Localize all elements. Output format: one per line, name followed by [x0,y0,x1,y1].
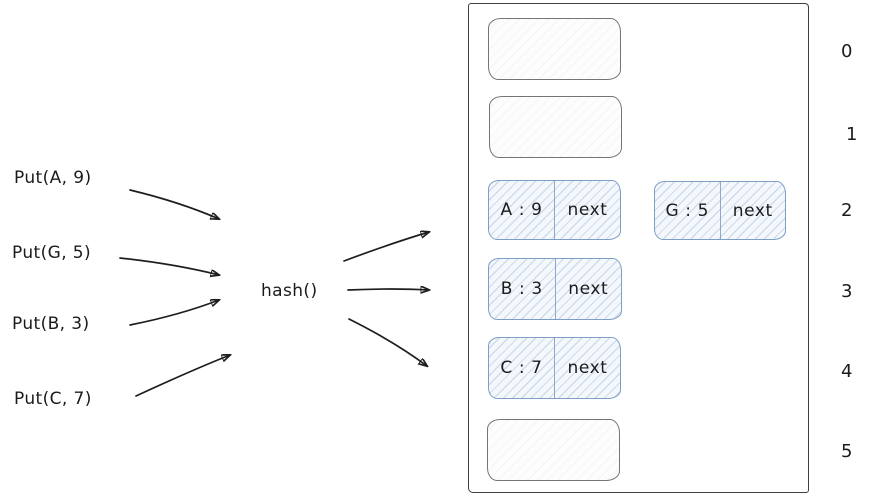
node-next-cell: next [719,182,786,239]
node-entry-cell: A : 9 [500,200,543,220]
arrow-put-a-to-hash [129,189,219,219]
arrow-put-c-to-hash [135,355,230,397]
bucket-index-label-0: 0 [841,41,853,62]
arrow-hash-to-bucket-2 [343,232,429,262]
node-g5: G : 5 next [654,181,786,240]
node-b3: B : 3 next [488,258,622,320]
hash-function-label: hash() [261,281,318,301]
bucket-index-label-4: 4 [841,361,853,382]
arrow-put-g-to-hash [119,257,219,275]
hash-table-container [468,3,809,493]
put-operation-label-a: Put(A, 9) [14,168,92,188]
node-entry-cell: C : 7 [500,358,543,378]
put-operation-label-b: Put(B, 3) [12,314,90,334]
node-entry-cell: B : 3 [500,279,543,299]
node-entry-cell: G : 5 [665,200,710,221]
bucket-1-slot [489,96,622,158]
bucket-5-slot [487,419,620,481]
put-operation-label-c: Put(C, 7) [14,389,92,409]
arrow-hash-to-bucket-4 [348,318,427,366]
node-c7: C : 7 next [488,337,621,399]
put-operation-label-g: Put(G, 5) [12,243,92,263]
node-a9: A : 9 next [488,180,621,240]
bucket-index-label-5: 5 [841,441,853,462]
bucket-0-slot [488,18,621,80]
bucket-index-label-1: 1 [846,124,858,145]
node-next-cell: next [554,259,622,319]
node-next-cell: next [554,181,620,239]
node-next-cell: next [554,338,620,398]
arrow-hash-to-bucket-3 [347,289,429,290]
bucket-index-label-2: 2 [841,200,853,221]
arrow-put-b-to-hash [129,300,219,326]
bucket-index-label-3: 3 [841,281,853,302]
